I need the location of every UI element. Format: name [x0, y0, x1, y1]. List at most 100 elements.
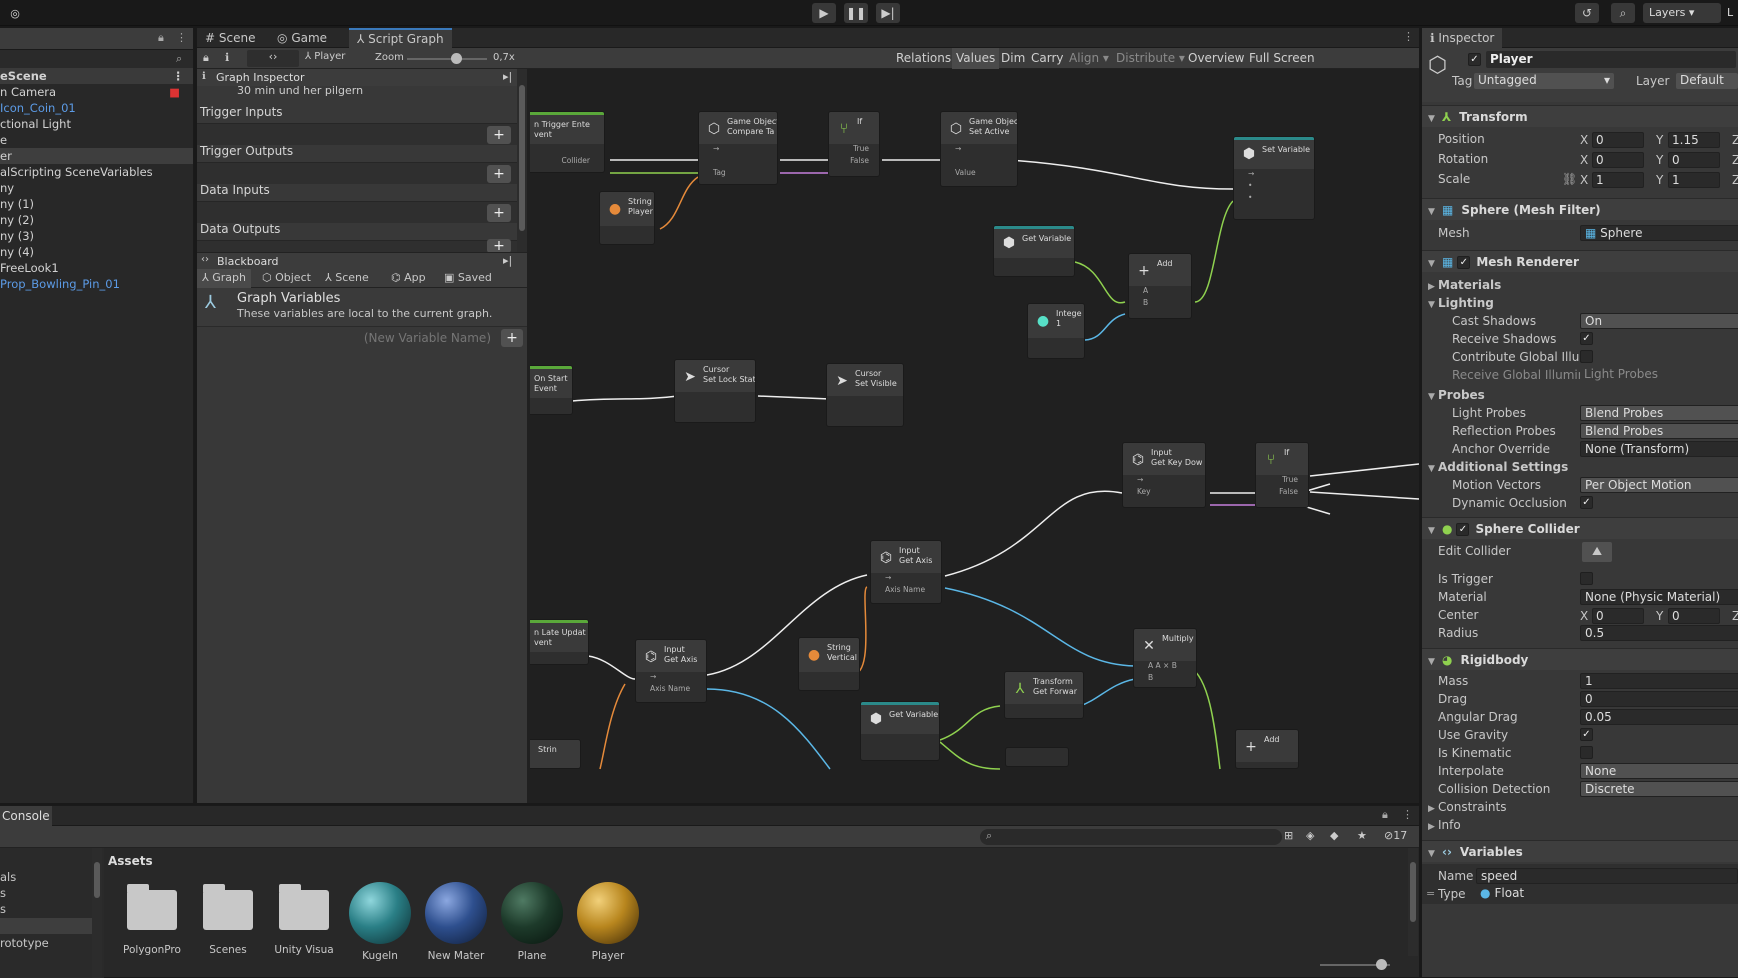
node-port[interactable]: True	[1282, 475, 1298, 484]
node-port[interactable]: •	[1248, 181, 1253, 190]
slider-handle[interactable]	[1376, 959, 1387, 970]
menu-icon[interactable]: ⋮	[172, 69, 185, 83]
add-data-output-button[interactable]: +	[487, 238, 511, 254]
align-dropdown[interactable]: Align ▾	[1069, 51, 1109, 65]
node-port[interactable]: →	[955, 144, 962, 153]
pause-icon[interactable]: ❚❚	[844, 3, 868, 23]
variable-name-input[interactable]: speed	[1476, 868, 1738, 884]
unity-logo-icon[interactable]: ◎	[10, 6, 20, 20]
node-partial[interactable]	[1005, 747, 1069, 767]
new-variable-name-input[interactable]	[197, 329, 497, 347]
node-port[interactable]: True	[853, 144, 869, 153]
zoom-slider[interactable]	[407, 53, 487, 64]
object-name-field[interactable]: Player	[1486, 51, 1736, 68]
collision-detection-dropdown[interactable]: Discrete	[1580, 781, 1738, 797]
icon-size-slider[interactable]	[1320, 959, 1390, 970]
contribute-gi-checkbox[interactable]	[1580, 350, 1593, 363]
hierarchy-item[interactable]: Prop_Bowling_Pin_01	[0, 277, 120, 291]
hierarchy-search[interactable]: ⌕	[0, 50, 193, 68]
node-get-variable-2[interactable]: ⬢Get Variable	[860, 701, 940, 761]
blackboard-toggle[interactable]: ‹›	[247, 50, 299, 67]
drag-field[interactable]: 0	[1580, 691, 1738, 707]
is-trigger-checkbox[interactable]	[1580, 572, 1593, 585]
interpolate-dropdown[interactable]: None	[1580, 763, 1738, 779]
node-port[interactable]: B	[1148, 673, 1154, 682]
receive-shadows-checkbox[interactable]: ✓	[1580, 332, 1593, 345]
node-port[interactable]	[530, 144, 604, 156]
overview-button[interactable]: Overview	[1188, 51, 1245, 65]
info-icon[interactable]: ℹ	[225, 51, 230, 64]
folder-item[interactable]: als	[0, 870, 17, 884]
filter-icon[interactable]: ⊞	[1284, 829, 1294, 842]
rigidbody-header[interactable]: ▼◕Rigidbody	[1422, 648, 1738, 670]
add-data-input-button[interactable]: +	[487, 204, 511, 222]
tab-script-graph[interactable]: ⅄ Script Graph	[349, 28, 452, 48]
asset-material[interactable]: New Mater	[421, 882, 491, 962]
tab-game[interactable]: ◎ Game	[269, 28, 335, 48]
hierarchy-item[interactable]: ny (1)	[0, 197, 35, 211]
node-port[interactable]: Key	[1137, 487, 1151, 496]
menu-icon[interactable]: ⋮	[176, 31, 187, 44]
node-get-variable[interactable]: ⬢Get Variable	[993, 225, 1075, 277]
tree-scrollbar[interactable]	[92, 848, 102, 978]
graph-inspector-scrollbar[interactable]	[517, 69, 527, 259]
node-set-variable[interactable]: ⬢Set Variable → • •	[1233, 136, 1315, 220]
tab-console[interactable]: Console	[0, 806, 52, 826]
add-trigger-output-button[interactable]: +	[487, 165, 511, 183]
project-search-input[interactable]: ⌕	[980, 829, 1282, 845]
mesh-renderer-enabled-checkbox[interactable]: ✓	[1457, 256, 1471, 269]
dock-icon[interactable]: ▸|	[503, 254, 513, 267]
layout-dropdown[interactable]: L	[1727, 6, 1734, 19]
node-port[interactable]: Axis Name	[885, 585, 926, 594]
hidden-count[interactable]: ⊘17	[1384, 829, 1407, 842]
assets-scrollbar[interactable]	[1408, 848, 1418, 956]
node-port[interactable]	[941, 156, 1017, 168]
assets-breadcrumb[interactable]: Assets	[108, 854, 153, 868]
mesh-field[interactable]: ▦ Sphere	[1580, 225, 1738, 241]
distribute-dropdown[interactable]: Distribute ▾	[1116, 51, 1185, 65]
node-port[interactable]: →	[713, 144, 720, 153]
relations-button[interactable]: Relations	[896, 51, 952, 65]
asset-folder[interactable]: Unity Visua	[269, 882, 339, 956]
reflection-probes-dropdown[interactable]: Blend Probes	[1580, 423, 1738, 439]
label-filter-icon[interactable]: ◆	[1330, 829, 1339, 842]
node-multiply[interactable]: ✕Multiply A A × B B	[1133, 628, 1197, 688]
node-string-bottom[interactable]: Strin	[530, 739, 581, 769]
cast-shadows-dropdown[interactable]: On	[1580, 313, 1738, 329]
tab-scene[interactable]: # Scene	[197, 28, 263, 48]
type-filter-icon[interactable]: ◈	[1306, 829, 1315, 842]
node-port[interactable]	[699, 156, 777, 168]
variables-header[interactable]: ▼‹›Variables	[1422, 840, 1738, 862]
carry-button[interactable]: Carry	[1031, 51, 1064, 65]
scrollbar-thumb[interactable]	[94, 862, 100, 898]
hierarchy-item[interactable]: ny (4)	[0, 245, 35, 259]
node-port[interactable]: Value	[955, 168, 976, 177]
node-port[interactable]: →	[1137, 475, 1144, 484]
node-add-2[interactable]: +Add	[1235, 729, 1299, 769]
favorite-icon[interactable]: ★	[1357, 829, 1367, 842]
motion-vectors-dropdown[interactable]: Per Object Motion	[1580, 477, 1738, 493]
layers-dropdown[interactable]: Layers ▾	[1643, 3, 1721, 23]
hierarchy-item[interactable]: ny (3)	[0, 229, 35, 243]
graph-breadcrumb[interactable]: ⅄ Player	[305, 51, 345, 62]
step-icon[interactable]: ▶|	[876, 3, 900, 23]
angular-drag-field[interactable]: 0.05	[1580, 709, 1738, 725]
node-add[interactable]: +Add A B	[1128, 253, 1192, 319]
layer-dropdown[interactable]: Default	[1676, 73, 1738, 89]
node-if-2[interactable]: ⑂If True False	[1255, 442, 1309, 508]
dim-button[interactable]: Dim	[1001, 51, 1026, 65]
transform-header[interactable]: ▼⅄Transform	[1422, 105, 1738, 127]
hierarchy-item-selected[interactable]: er	[0, 148, 193, 164]
lock-icon[interactable]: 🔒︎	[158, 31, 164, 44]
